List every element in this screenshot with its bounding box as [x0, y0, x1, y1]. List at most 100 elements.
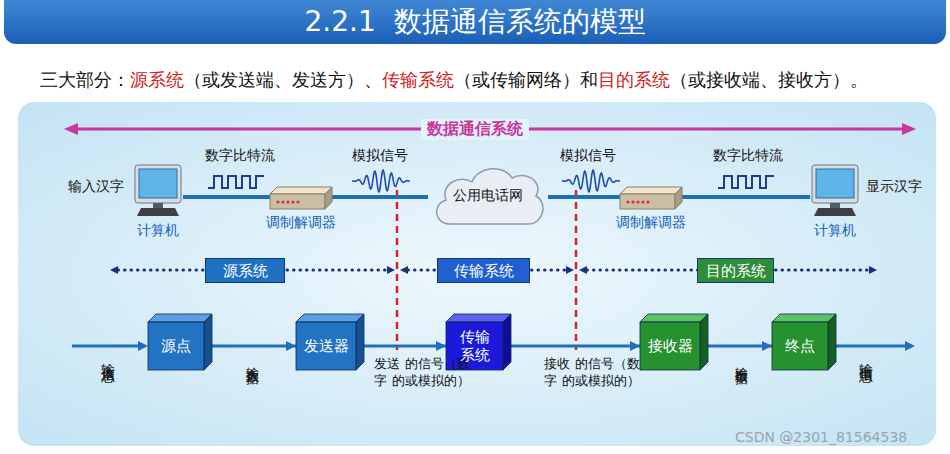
- cube-side: [204, 314, 212, 370]
- node-label: 传输系统: [454, 262, 514, 280]
- computer-icon: 计算机: [133, 165, 183, 217]
- signal-label: 模拟信号: [352, 146, 408, 164]
- network-cloud: 公用电话网: [428, 160, 548, 230]
- flow-label: 发送 的信号（数字 的或模拟的）: [374, 356, 470, 390]
- monitor-frame: [135, 165, 181, 203]
- modem-outline: [620, 187, 682, 209]
- signal-label: 模拟信号: [560, 146, 616, 164]
- modem-front: [270, 194, 325, 209]
- digital-wave: [208, 176, 264, 188]
- process-cube: 接收器: [640, 322, 700, 370]
- modem-led: [631, 200, 634, 203]
- modem-led: [286, 200, 289, 203]
- modem-led: [281, 200, 284, 203]
- cube-side: [700, 314, 708, 370]
- modem-led: [641, 200, 644, 203]
- modem-icon: 调制解调器: [620, 187, 682, 209]
- flow-label: 输出信息: [857, 352, 875, 360]
- arrow-head: [387, 266, 395, 274]
- node-label: 发送器: [304, 337, 349, 355]
- modem-front: [620, 194, 675, 209]
- system-span-label: 数据通信系统: [421, 119, 529, 140]
- system-band: 传输系统: [437, 258, 530, 283]
- flow-arrow: [356, 345, 446, 348]
- signal-line: [183, 195, 270, 199]
- subtitle-line: 三大部分：源系统（或发送端、发送方）、传输系统（或传输网络）和目的系统（或接收端…: [40, 68, 868, 92]
- monitor-frame: [812, 165, 858, 203]
- system-band: 目的系统: [697, 258, 774, 283]
- title-text: 2.2.1 数据通信系统的模型: [0, 2, 950, 42]
- cloud-outline: [437, 169, 543, 224]
- cube-side: [356, 314, 364, 370]
- subtitle-text: （或传输网络）和: [454, 69, 598, 90]
- cube-top: [772, 314, 836, 322]
- node-label: 目的系统: [706, 262, 766, 280]
- modem-led: [636, 200, 639, 203]
- cube-top: [446, 314, 511, 322]
- modem-side: [675, 187, 682, 209]
- flow-arrow: [700, 345, 772, 348]
- analog-wave: [352, 170, 410, 192]
- digital-wave: [718, 176, 774, 188]
- io-note: 输入汉字: [68, 178, 124, 196]
- arrow-head: [579, 266, 587, 274]
- cube-front: [296, 322, 356, 370]
- subtitle-text: 三大部分：: [40, 69, 130, 90]
- node-label: 传输系统: [458, 328, 492, 364]
- modem-led: [296, 200, 299, 203]
- cube-front: [148, 322, 204, 370]
- cube-side: [828, 314, 836, 370]
- background-panel: [18, 102, 936, 446]
- signal-label: 数字比特流: [713, 146, 783, 164]
- io-note: 显示汉字: [866, 178, 922, 196]
- node-label: 接收器: [648, 337, 693, 355]
- flow-arrow: [503, 345, 640, 348]
- boundary-dashed-line: [396, 190, 399, 350]
- node-label: 调制解调器: [266, 214, 336, 231]
- node-label: 源系统: [223, 262, 268, 280]
- process-cube: 发送器: [296, 322, 356, 370]
- system-band: 源系统: [205, 258, 285, 283]
- node-label: 计算机: [814, 222, 856, 239]
- part-name: 传输系统: [382, 69, 454, 90]
- node-label: 终点: [785, 337, 815, 355]
- monitor-base: [814, 208, 856, 216]
- flow-label: 输入数据: [244, 356, 261, 364]
- modem-led: [646, 200, 649, 203]
- monitor-screen: [139, 169, 177, 198]
- cube-front: [640, 322, 700, 370]
- cube-top: [296, 314, 364, 322]
- modem-led: [276, 200, 279, 203]
- process-cube: 源点: [148, 322, 204, 370]
- modem-led: [626, 200, 629, 203]
- monitor-neck: [830, 203, 840, 208]
- arrow-head: [138, 341, 148, 351]
- signal-label: 数字比特流: [205, 146, 275, 164]
- subtitle-text: （或接收端、接收方）。: [670, 69, 868, 90]
- arrow-head: [905, 341, 915, 351]
- arrow-head: [566, 266, 574, 274]
- modem-top: [620, 187, 682, 194]
- flow-label: 接收 的信号（数字 的或模拟的）: [544, 356, 640, 390]
- boundary-dashed-line: [575, 190, 578, 350]
- signal-line: [332, 195, 428, 199]
- computer-icon: 计算机: [810, 165, 860, 217]
- node-label: 公用电话网: [453, 187, 523, 204]
- arrow-head: [64, 123, 78, 135]
- modem-outline: [270, 187, 332, 209]
- analog-wave: [562, 170, 620, 192]
- output-arrow-line: [836, 345, 906, 348]
- process-cube: 终点: [772, 322, 828, 370]
- modem-led: [291, 200, 294, 203]
- node-label: 源点: [161, 337, 191, 355]
- node-label: 计算机: [137, 222, 179, 239]
- arrow-head: [110, 266, 118, 274]
- part-name: 源系统: [130, 69, 184, 90]
- computer-outline: [810, 165, 860, 217]
- part-name: 目的系统: [598, 69, 670, 90]
- monitor-neck: [153, 203, 163, 208]
- arrow-head: [869, 266, 877, 274]
- modem-side: [325, 187, 332, 209]
